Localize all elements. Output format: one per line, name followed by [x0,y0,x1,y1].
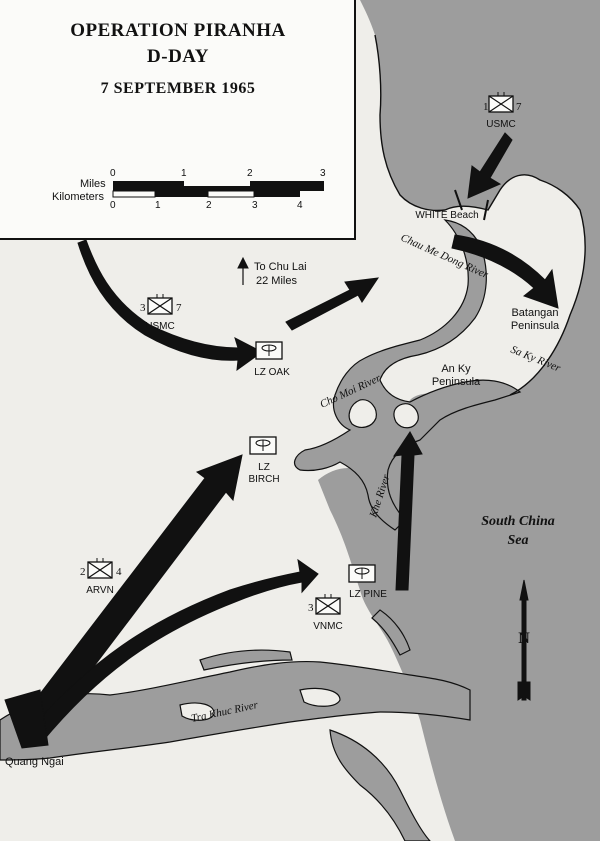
lz-oak-symbol [255,341,283,360]
km-label: Kilometers [52,191,104,203]
an-ky-label-1: An Ky [441,363,471,375]
unit-usmc-3-7-right: 7 [176,302,182,314]
km-tick-4: 4 [297,200,303,211]
coastline [374,34,586,396]
north-arrow-label: N [518,630,530,647]
unit-usmc-3-7 [147,294,173,315]
unit-usmc-3-7-left: 3 [140,302,146,314]
arrow-khe-river [392,431,423,591]
unit-arvn-right: 4 [116,566,122,578]
scale-bar [112,181,324,198]
assault-arrows [4,132,559,749]
river-network [0,219,522,841]
south-china-label-2: Sea [508,533,529,548]
map-subtitle: D-DAY [147,46,209,67]
chu-lai-pointer [237,256,249,285]
unit-usmc-3-7-name: USMC [145,321,174,332]
batangan-label-1: Batangan [511,307,558,319]
unit-usmc-1-7-name: USMC [486,119,515,130]
chu-lai-label-1: To Chu Lai [254,261,307,273]
arrow-batangan [451,234,559,309]
unit-arvn-left: 2 [80,566,86,578]
km-tick-0: 0 [110,200,116,211]
miles-label: Miles [80,178,106,190]
map-title: OPERATION PIRANHA [70,20,286,41]
lz-pine-label: LZ PINE [349,589,387,600]
chu-lai-label-2: 22 Miles [256,275,297,287]
unit-usmc-1-7-left: 1 [483,101,489,113]
unit-arvn-name: ARVN [86,585,114,596]
arrow-arvn-pine [24,558,319,743]
north-arrow [517,579,531,701]
unit-vnmc-name: VNMC [313,621,342,632]
white-beach-label: WHITE Beach [415,210,478,221]
lz-birch-symbol [249,436,277,455]
mile-tick-0: 0 [110,168,116,179]
lz-birch-label-2: BIRCH [248,474,279,485]
map-date: 7 SEPTEMBER 1965 [100,80,256,97]
lz-oak-label: LZ OAK [254,367,290,378]
arrow-chau-me-dong [285,277,380,331]
lz-pine-symbol [348,564,376,583]
unit-vnmc-left: 3 [308,602,314,614]
batangan-label-2: Peninsula [511,320,560,332]
unit-usmc-1-7-right: 7 [516,101,522,113]
lz-birch-label-1: LZ [258,462,270,473]
unit-vnmc [315,594,341,615]
unit-arvn [87,558,113,579]
mile-tick-3: 3 [320,168,326,179]
an-ky-label-2: Peninsula [432,376,481,388]
legend-box: OPERATION PIRANHA D-DAY 7 SEPTEMBER 1965… [0,0,356,240]
unit-usmc-1-7 [488,92,514,113]
white-beach-marks [454,189,489,221]
arrow-usmc-1-7 [467,132,513,199]
km-tick-2: 2 [206,200,212,211]
km-tick-3: 3 [252,200,258,211]
km-tick-1: 1 [155,200,161,211]
arrow-quang-ngai-base [4,689,49,749]
mile-tick-1: 1 [181,168,187,179]
mile-tick-2: 2 [247,168,253,179]
quang-ngai-label: Quang Ngai [5,756,64,768]
arrow-usmc-3-7 [77,239,263,372]
south-china-label-1: South China [481,514,555,529]
